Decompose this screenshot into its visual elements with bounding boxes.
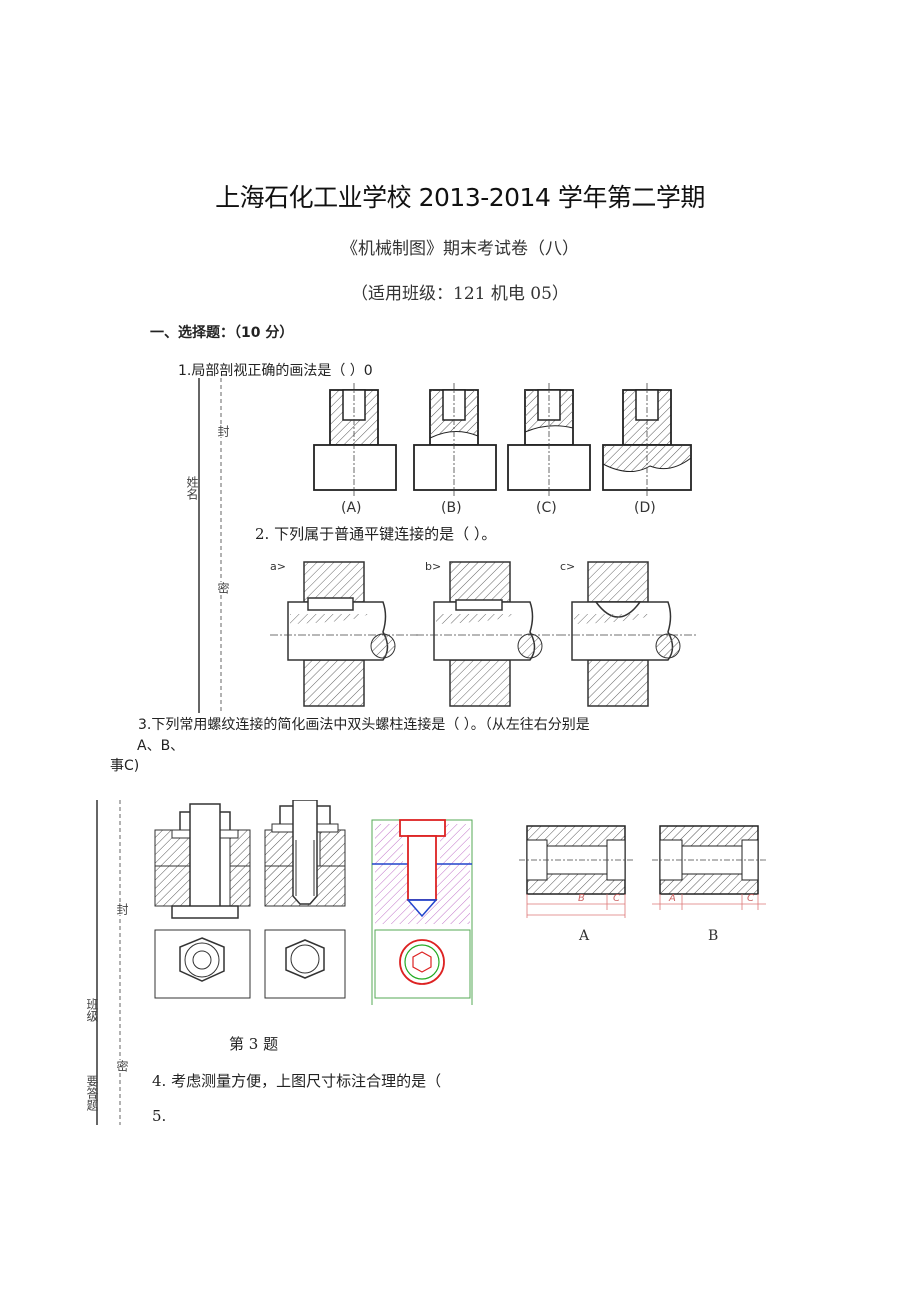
q1-option-c-drawing (507, 383, 591, 496)
question-3-line3: 事C) (110, 758, 140, 774)
q3-bolt-drawing (154, 803, 251, 999)
binding-margin-lower (96, 800, 121, 1125)
margin-name-label: 姓名 (185, 476, 199, 500)
q4-option-b-label: B (708, 928, 719, 944)
question-5: 5. (152, 1107, 167, 1125)
q2-option-c-drawing (558, 561, 696, 707)
q1-option-d-drawing (602, 383, 692, 496)
q3-stud-drawing (264, 800, 346, 999)
q4-dim-a: A (669, 893, 676, 904)
q1-option-a-label: (A) (341, 500, 362, 516)
question-4: 4. 考虑测量方便，上图尺寸标注合理的是（ (152, 1072, 442, 1090)
q2-option-c-label: c> (560, 560, 576, 573)
q2-option-a-drawing (270, 561, 418, 707)
q1-option-c-label: (C) (536, 500, 557, 516)
binding-margin-upper (198, 378, 222, 713)
q3-figure (154, 800, 473, 1005)
q1-option-a-drawing (313, 383, 397, 496)
q4-dim-c: C (613, 893, 620, 904)
q2-option-b-drawing (416, 561, 558, 707)
q4-option-b-drawing (652, 825, 766, 910)
q4-figure (519, 825, 766, 918)
margin-feng-label: 封 (215, 425, 232, 437)
question-3-line1: 3.下列常用螺纹连接的简化画法中双头螺柱连接是（ ）。（从左往右分别是 (138, 717, 590, 733)
applicable-class: （适用班级：121 机电 05） (351, 284, 569, 304)
section-heading: 一、选择题：（10 分） (150, 325, 294, 341)
q2-option-b-label: b> (425, 560, 442, 573)
exam-title: 上海石化工业学校 2013-2014 学年第二学期 (215, 183, 705, 212)
question-1: 1.局部剖视正确的画法是（ ）0 (178, 363, 373, 379)
q4-option-a-drawing (519, 825, 633, 918)
margin-class-label: 班级 (85, 998, 99, 1022)
q1-figure (313, 383, 692, 496)
q4-dim-b: B (578, 893, 585, 904)
q1-option-b-drawing (413, 383, 497, 496)
question-3-line2: A、B、 (137, 738, 185, 754)
q3-caption: 第 3 题 (229, 1035, 279, 1053)
q4-dim-c-2: C (747, 893, 754, 904)
q2-figure (270, 561, 696, 707)
q4-option-a-label: A (579, 928, 590, 944)
question-2: 2. 下列属于普通平键连接的是（ ）。 (255, 525, 497, 543)
margin-mi-label: 密 (215, 582, 232, 594)
margin-mi-label-2: 密 (114, 1060, 131, 1072)
q2-option-a-label: a> (270, 560, 286, 573)
exam-subtitle: 《机械制图》期末考试卷（八） (341, 239, 579, 259)
margin-feng-label-2: 封 (114, 903, 131, 915)
q1-option-b-label: (B) (441, 500, 462, 516)
margin-answer-label: 要答题 (85, 1075, 99, 1111)
q3-screw-drawing (371, 819, 473, 1005)
q1-option-d-label: (D) (634, 500, 656, 516)
